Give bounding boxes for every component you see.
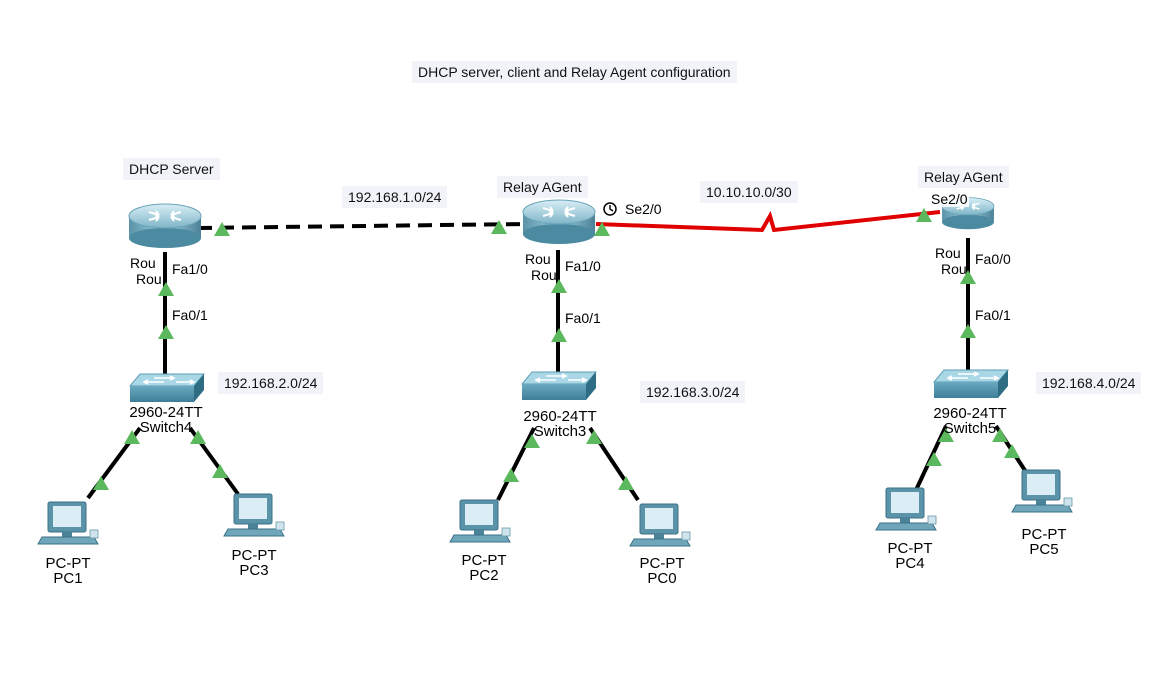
router-label-line: Rou: [935, 245, 961, 261]
router-label: Rou Rou: [525, 251, 557, 283]
link-r1-r2-serial[interactable]: [595, 210, 941, 233]
note-relay-agent-1: Relay AGent: [497, 176, 588, 198]
note-net-10-10-10: 10.10.10.0/30: [700, 181, 798, 203]
switch-label: 2960-24TT Switch4: [118, 405, 214, 435]
switch-model: 2960-24TT: [933, 405, 1007, 422]
pc-icon[interactable]: [1011, 469, 1073, 513]
pc-name: PC5: [1029, 541, 1059, 558]
port-label: Se2/0: [930, 191, 969, 207]
port-label: Fa1/0: [171, 261, 209, 277]
pc-label: PC-PT PC0: [630, 556, 694, 586]
pc-name: PC3: [239, 562, 269, 579]
router-label-line: Rou: [136, 271, 162, 287]
switch-label: 2960-24TT Switch3: [512, 409, 608, 439]
switch-icon[interactable]: [933, 369, 1009, 399]
port-label: Fa0/0: [974, 251, 1012, 267]
switch-icon[interactable]: [521, 371, 597, 401]
router-label: Rou Rou: [130, 255, 162, 287]
pc-icon[interactable]: [449, 499, 511, 543]
port-label: Se2/0: [624, 201, 663, 217]
pc-name: PC1: [53, 570, 83, 587]
switch-model: 2960-24TT: [523, 408, 597, 425]
switch-name: Switch4: [139, 419, 193, 436]
pc-label: PC-PT PC4: [878, 541, 942, 571]
note-dhcp-server: DHCP Server: [123, 158, 220, 180]
router-icon[interactable]: [128, 203, 202, 249]
pc-label: PC-PT PC5: [1012, 527, 1076, 557]
switch-label: 2960-24TT Switch5: [922, 406, 1018, 436]
router-label: Rou Rou: [935, 245, 967, 277]
link-switch3-pc2[interactable]: [496, 427, 536, 501]
pc-name: PC0: [647, 570, 677, 587]
note-net-192-168-3: 192.168.3.0/24: [640, 381, 746, 403]
link-r0-r1[interactable]: [197, 222, 527, 230]
pc-label: PC-PT PC3: [222, 548, 286, 578]
port-label: Fa0/1: [564, 310, 602, 326]
diagram-title: DHCP server, client and Relay Agent conf…: [412, 61, 737, 83]
router-label-line: Rou: [941, 261, 967, 277]
switch-icon[interactable]: [129, 373, 205, 403]
port-label: Fa1/0: [564, 258, 602, 274]
pc-model: PC-PT: [887, 540, 933, 557]
pc-icon[interactable]: [629, 503, 691, 547]
router-label-line: Rou: [525, 251, 551, 267]
pc-label: PC-PT PC2: [452, 553, 516, 583]
switch-name: Switch3: [533, 423, 587, 440]
switch-name: Switch5: [943, 420, 997, 437]
router-icon[interactable]: [522, 199, 596, 245]
router-label-line: Rou: [130, 255, 156, 271]
pc-icon[interactable]: [875, 487, 937, 531]
note-relay-agent-2: Relay AGent: [918, 166, 1009, 188]
clock-icon: [603, 202, 617, 216]
pc-model: PC-PT: [45, 555, 91, 572]
pc-model: PC-PT: [231, 547, 277, 564]
pc-icon[interactable]: [223, 493, 285, 537]
pc-icon[interactable]: [37, 501, 99, 545]
note-net-192-168-2: 192.168.2.0/24: [218, 372, 324, 394]
router-label-line: Rou: [531, 267, 557, 283]
pc-label: PC-PT PC1: [36, 556, 100, 586]
port-label: Fa0/1: [171, 307, 209, 323]
switch-model: 2960-24TT: [129, 404, 203, 421]
pc-model: PC-PT: [1021, 526, 1067, 543]
pc-model: PC-PT: [639, 555, 685, 572]
port-label: Fa0/1: [974, 307, 1012, 323]
pc-name: PC4: [895, 555, 925, 572]
pc-model: PC-PT: [461, 552, 507, 569]
note-net-192-168-1: 192.168.1.0/24: [342, 186, 448, 208]
pc-name: PC2: [469, 567, 499, 584]
note-net-192-168-4: 192.168.4.0/24: [1036, 372, 1142, 394]
